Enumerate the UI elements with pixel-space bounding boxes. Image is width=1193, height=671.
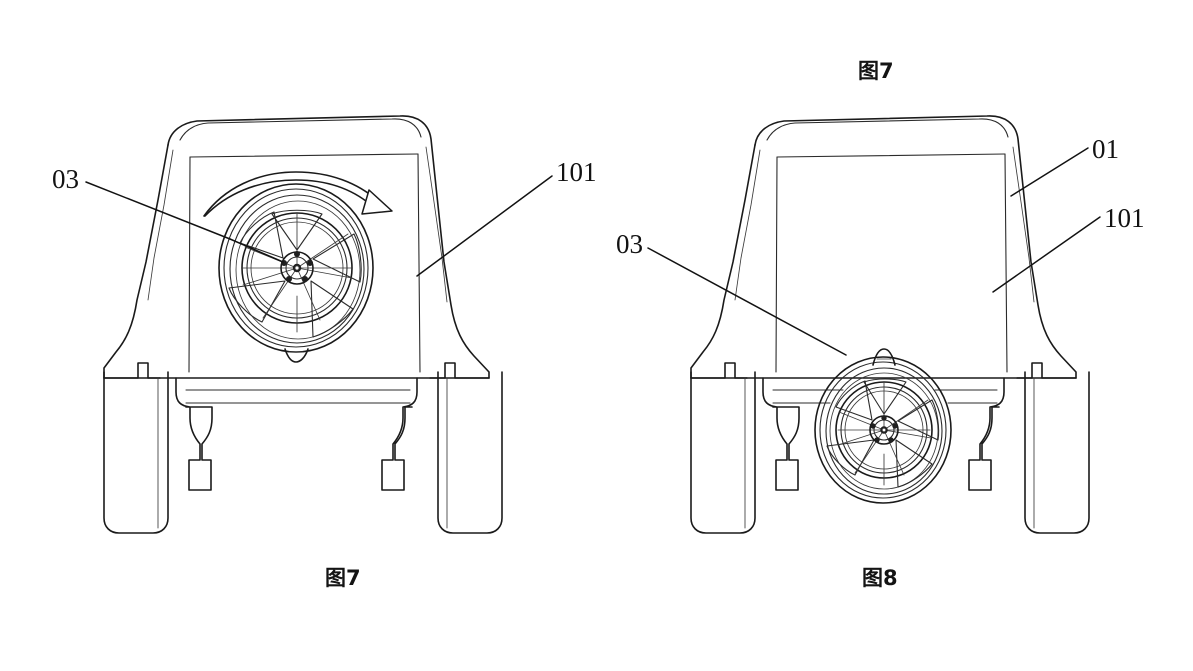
caption-figure-7: 图7 (325, 566, 361, 590)
fig7-spare-tire (218, 183, 374, 363)
fig8-leader-03 (647, 247, 847, 356)
fig7-leader-03 (85, 181, 284, 263)
fig8-leader-01 (1010, 147, 1089, 197)
fig7-tire-right (437, 371, 503, 534)
fig7-rotation-arrow-icon (203, 171, 393, 217)
fig8-tire-right (1024, 371, 1090, 534)
fig7-rear-bumper (103, 377, 490, 404)
fig8-right-pillar-seam (1012, 146, 1035, 303)
fig8-roof-seam (766, 118, 1009, 141)
fig8-leader-101 (992, 216, 1101, 293)
figure-8-group (647, 115, 1101, 534)
ref-numeral-101-left: 101 (556, 157, 597, 187)
fig7-right-pillar-seam (425, 146, 448, 303)
fig7-hitch-bracket-left (175, 377, 213, 491)
fig8-body-outline (690, 115, 1077, 379)
fig7-body-outline (103, 115, 490, 379)
fig7-left-pillar-seam (147, 149, 174, 301)
fig7-tailgate-panel (188, 153, 421, 373)
fig7-roof-seam (179, 118, 422, 141)
fig7-tire-left (103, 371, 169, 534)
fig7-hitch-bracket-right (381, 377, 418, 491)
ref-numeral-03-left: 03 (52, 164, 79, 194)
figure-7-group (85, 115, 553, 534)
fig8-left-pillar-seam (734, 149, 761, 301)
fig8-hitch-bracket-right (968, 377, 1005, 491)
caption-top-right: 图7 (858, 59, 894, 83)
ref-numeral-01-right: 01 (1092, 134, 1119, 164)
fig8-hitch-bracket-left (762, 377, 800, 491)
fig8-spare-tire (814, 348, 952, 504)
fig8-tailgate-panel (775, 153, 1008, 373)
fig8-wheel-spokes (826, 378, 940, 488)
fig7-wheel-spokes (228, 209, 362, 338)
ref-numeral-03-right: 03 (616, 229, 643, 259)
caption-figure-8: 图8 (862, 566, 898, 590)
fig8-tire-left (690, 371, 756, 534)
ref-numeral-101-right: 101 (1104, 203, 1145, 233)
fig7-leader-101 (416, 175, 553, 277)
